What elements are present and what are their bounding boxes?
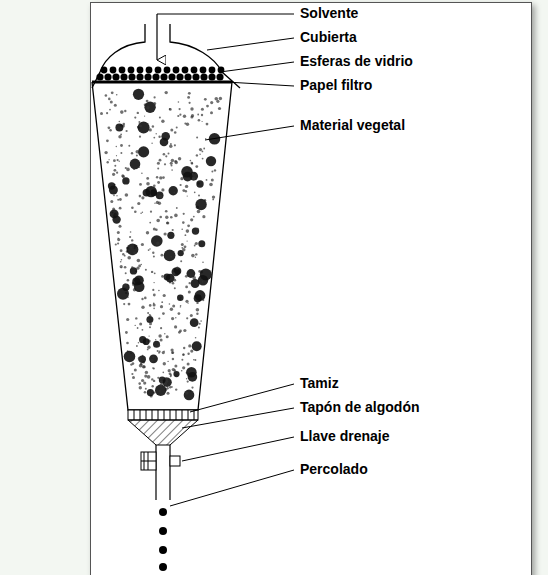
part-label: Cubierta bbox=[300, 29, 357, 46]
part-label: Tapón de algodón bbox=[300, 399, 420, 416]
part-label: Percolado bbox=[300, 461, 368, 478]
part-label: Material vegetal bbox=[300, 117, 405, 134]
part-label: Solvente bbox=[300, 5, 358, 22]
part-label: Esferas de vidrio bbox=[300, 53, 413, 70]
part-label: Papel filtro bbox=[300, 77, 372, 94]
part-label: Tamiz bbox=[300, 375, 339, 392]
part-label: Llave drenaje bbox=[300, 428, 390, 445]
